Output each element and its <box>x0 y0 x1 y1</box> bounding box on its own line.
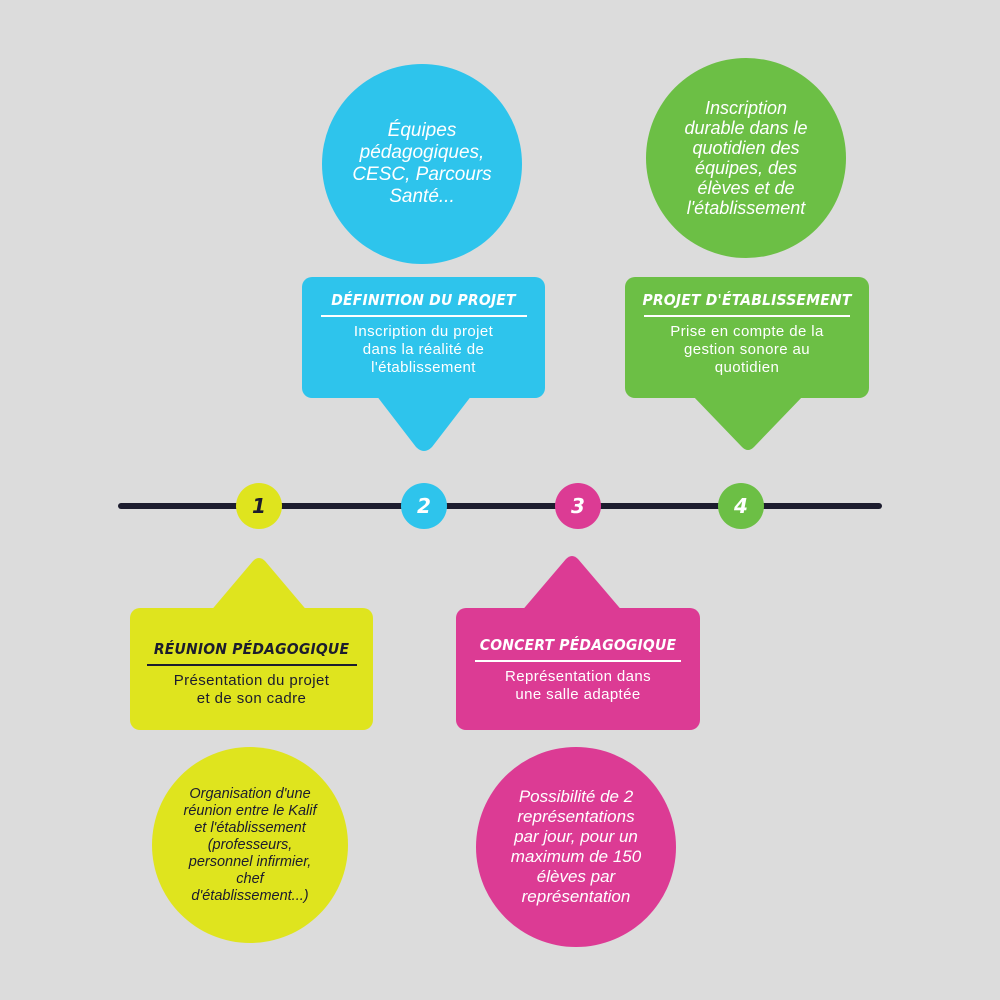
reunion-card-pointer <box>209 558 309 613</box>
bubble-yellow-line-7: d'établissement...) <box>191 887 309 904</box>
bubble-green-line-1: Inscription <box>704 98 788 118</box>
bubble-magenta-line-4: maximum de 150 <box>510 847 642 866</box>
etablissement-card-body-line-1: Prise en compte de la <box>670 323 824 340</box>
bubble-green-line-2: durable dans le <box>684 118 808 138</box>
definition-card-body: Inscription du projet dans la réalité de… <box>302 317 545 377</box>
definition-card-divider <box>320 315 527 317</box>
bubble-magenta-line-2: représentations <box>517 807 635 826</box>
etablissement-card: PROJET D'ÉTABLISSEMENT Prise en compte d… <box>625 277 869 398</box>
definition-card-pointer <box>376 395 472 451</box>
etablissement-card-title: PROJET D'ÉTABLISSEMENT <box>642 291 852 309</box>
bubble-green-line-6: l'établissement <box>686 198 806 218</box>
definition-card-body-line-3: l'établissement <box>371 359 476 376</box>
reunion-card-divider <box>146 664 357 666</box>
reunion-card: RÉUNION PÉDAGOGIQUE Présentation du proj… <box>130 608 373 730</box>
step-2-number: 2 <box>417 494 431 518</box>
reunion-card-body-line-2: et de son cadre <box>196 690 307 707</box>
bubble-magenta-line-6: représentation <box>521 887 631 906</box>
reunion-card-body: Présentation du projet et de son cadre <box>130 666 373 708</box>
reunion-card-body-line-1: Présentation du projet <box>173 672 330 689</box>
bubble-organisation: Organisation d'une réunion entre le Kali… <box>152 747 348 943</box>
bubble-yellow-line-5: personnel infirmier, <box>188 853 312 870</box>
bubble-equipes-line-4: Santé... <box>389 186 455 207</box>
bubble-yellow-line-2: réunion entre le Kalif <box>183 802 317 819</box>
bubble-equipes-line-2: pédagogiques, <box>359 142 485 163</box>
concert-card-divider <box>475 660 681 662</box>
etablissement-card-body: Prise en compte de la gestion sonore au … <box>625 317 869 377</box>
step-3-circle: 3 <box>555 483 601 529</box>
step-4-circle: 4 <box>718 483 764 529</box>
bubble-inscription-durable: Inscription durable dans le quotidien de… <box>646 58 846 258</box>
bubble-magenta-line-5: élèves par <box>536 867 616 886</box>
step-4-number: 4 <box>734 494 748 518</box>
concert-card: CONCERT PÉDAGOGIQUE Représentation dans … <box>456 608 700 730</box>
definition-card-body-line-1: Inscription du projet <box>353 323 494 340</box>
concert-card-body-line-1: Représentation dans <box>504 668 652 685</box>
etablissement-card-body-line-2: gestion sonore au <box>683 341 811 358</box>
bubble-possibilite: Possibilité de 2 représentations par jou… <box>476 747 676 947</box>
bubble-equipes-line-3: CESC, Parcours <box>352 164 492 185</box>
definition-card-body-line-2: dans la réalité de <box>362 341 485 358</box>
bubble-green-line-4: équipes, des <box>694 158 798 178</box>
bubble-yellow-line-1: Organisation d'une <box>189 785 311 802</box>
bubble-yellow-line-6: chef <box>236 870 264 887</box>
bubble-yellow-line-3: et l'établissement <box>194 819 306 836</box>
etablissement-card-body-line-3: quotidien <box>714 359 780 376</box>
bubble-green-line-5: élèves et de <box>697 178 795 198</box>
bubble-magenta-line-1: Possibilité de 2 <box>518 787 634 806</box>
step-1-number: 1 <box>252 494 266 518</box>
step-1-circle: 1 <box>236 483 282 529</box>
concert-card-pointer <box>520 556 624 613</box>
step-3-number: 3 <box>571 494 585 518</box>
reunion-card-title: RÉUNION PÉDAGOGIQUE <box>153 640 350 658</box>
bubble-green-line-3: quotidien des <box>692 138 800 158</box>
bubble-magenta-line-3: par jour, pour un <box>514 827 638 846</box>
timeline-line <box>118 503 882 509</box>
etablissement-card-divider <box>644 315 850 317</box>
definition-card: DÉFINITION DU PROJET Inscription du proj… <box>302 277 545 398</box>
bubble-equipes: Équipes pédagogiques, CESC, Parcours San… <box>322 64 522 264</box>
etablissement-card-pointer <box>692 395 804 450</box>
definition-card-title: DÉFINITION DU PROJET <box>331 291 516 309</box>
step-2-circle: 2 <box>401 483 447 529</box>
concert-card-body: Représentation dans une salle adaptée <box>456 662 700 704</box>
bubble-equipes-line-1: Équipes <box>387 120 457 141</box>
concert-card-title: CONCERT PÉDAGOGIQUE <box>479 636 677 654</box>
concert-card-body-line-2: une salle adaptée <box>515 686 641 703</box>
bubble-yellow-line-4: (professeurs, <box>207 836 293 853</box>
